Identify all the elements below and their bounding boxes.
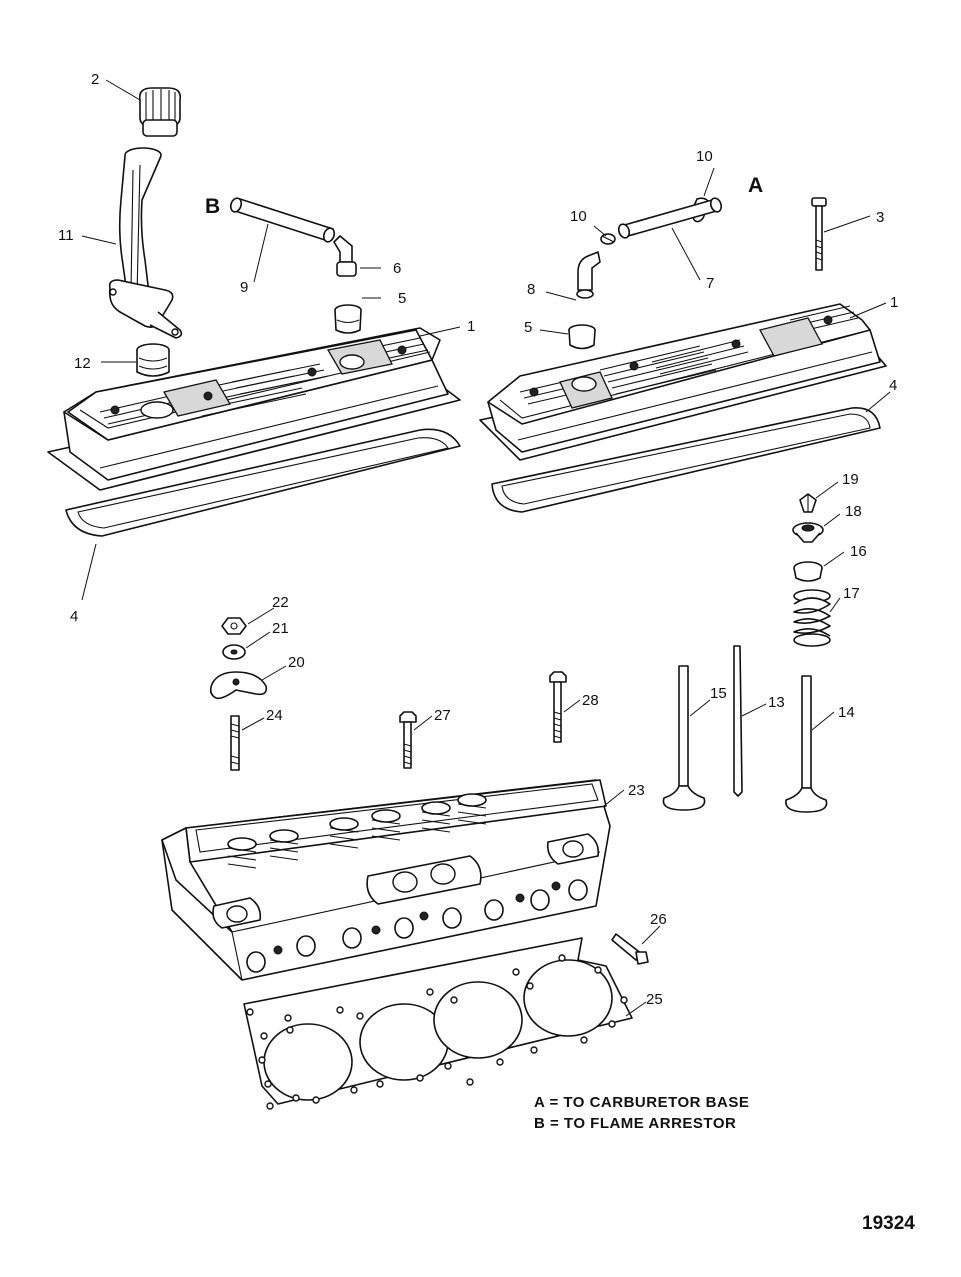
exhaust-ports — [212, 833, 600, 929]
callout-12: 12 — [74, 355, 91, 372]
valve-cover-gasket-left — [65, 428, 461, 601]
rocker-arm-stud — [230, 715, 265, 771]
callout-4-left: 4 — [70, 608, 78, 625]
callout-22: 22 — [272, 594, 289, 611]
cylinder-head-gasket — [243, 937, 647, 1110]
marker-a: A — [748, 174, 763, 197]
rocker-arm-nut — [221, 607, 275, 635]
valve-keepers — [799, 481, 839, 513]
head-plug-bolt — [611, 925, 661, 965]
callout-25: 25 — [646, 991, 663, 1008]
callout-8: 8 — [527, 281, 535, 298]
figure-number: 19324 — [862, 1213, 915, 1234]
filler-grommet — [101, 343, 170, 377]
cylinder-head-bolt-long — [549, 671, 581, 743]
rocker-arm — [209, 665, 287, 700]
marker-b: B — [205, 195, 220, 218]
callout-10-top: 10 — [696, 148, 713, 165]
valve-cover-gasket-right — [491, 391, 891, 513]
callout-3: 3 — [876, 209, 884, 226]
crankcase-vent-hose-b — [229, 197, 336, 283]
cylinder-head — [161, 779, 625, 981]
valve-cover-bolt — [811, 197, 871, 271]
push-rod — [733, 645, 767, 797]
callout-13: 13 — [768, 694, 785, 711]
callout-11: 11 — [58, 227, 74, 244]
callout-6: 6 — [393, 260, 401, 277]
callout-10-mid: 10 — [570, 208, 587, 225]
callout-18: 18 — [845, 503, 862, 520]
oil-filler-cap — [105, 79, 182, 137]
callout-4-right: 4 — [889, 377, 897, 394]
callout-2: 2 — [91, 71, 99, 88]
callout-20: 20 — [288, 654, 305, 671]
valve-spring-retainer — [792, 513, 841, 543]
callout-1-left: 1 — [467, 318, 475, 335]
callout-1-right: 1 — [890, 294, 898, 311]
callout-23: 23 — [628, 782, 645, 799]
rocker-arm-ball — [222, 631, 271, 660]
callout-26: 26 — [650, 911, 667, 928]
callout-9: 9 — [240, 279, 248, 296]
intake-valve — [785, 675, 835, 813]
callout-16: 16 — [850, 543, 867, 560]
callout-7: 7 — [706, 275, 714, 292]
callout-28: 28 — [582, 692, 599, 709]
vent-grommet-left — [334, 297, 381, 334]
callout-17: 17 — [843, 585, 860, 602]
valve-cover-right — [479, 302, 887, 461]
callout-27: 27 — [434, 707, 451, 724]
valve-cover-left — [47, 326, 461, 491]
callout-14: 14 — [838, 704, 855, 721]
cylinder-head-bolt-short — [399, 711, 433, 769]
legend-line-a: A = TO CARBURETOR BASE — [534, 1094, 749, 1111]
callout-21: 21 — [272, 620, 289, 637]
valve-spring — [793, 589, 841, 647]
legend-line-b: B = TO FLAME ARRESTOR — [534, 1115, 736, 1132]
callout-19: 19 — [842, 471, 859, 488]
exhaust-valve — [662, 665, 711, 811]
callout-5-right: 5 — [524, 319, 532, 336]
callout-24: 24 — [266, 707, 283, 724]
valve-springs-installed — [227, 793, 487, 869]
valve-oil-seal — [793, 551, 845, 582]
head-bolt-bosses — [246, 879, 588, 973]
vent-elbow-fitting — [333, 235, 381, 277]
callout-5-left: 5 — [398, 290, 406, 307]
callout-15: 15 — [710, 685, 727, 702]
oil-filler-tube — [81, 147, 183, 339]
vent-hose-a-assembly — [539, 167, 723, 350]
